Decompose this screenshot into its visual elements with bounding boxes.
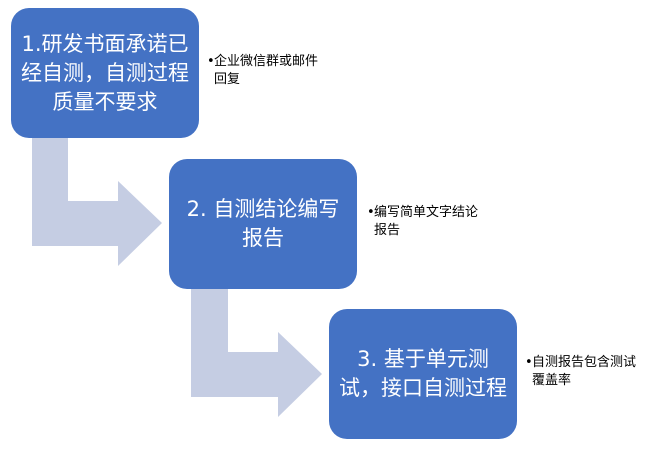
step-label-3: 3. 基于单元测试，接口自测过程 (339, 347, 507, 400)
note-text-2: 编写简单文字结论报告 (374, 205, 479, 238)
step-label-1: 1.研发书面承诺已经自测，自测过程质量不要求 (21, 31, 189, 114)
step-box-1: 1.研发书面承诺已经自测，自测过程质量不要求 (11, 8, 199, 138)
note-bullet-2: • (367, 205, 375, 220)
note-3: • 自测报告包含测试覆盖率 (525, 354, 645, 390)
step-label-2: 2. 自测结论编写报告 (186, 197, 340, 250)
step-box-2: 2. 自测结论编写报告 (169, 159, 357, 289)
note-bullet-3: • (525, 355, 533, 370)
note-bullet-1: • (207, 54, 215, 69)
note-text-3: 自测报告包含测试覆盖率 (532, 355, 637, 388)
note-text-1: 企业微信群或邮件回复 (214, 54, 319, 87)
bent-arrow-1-to-2 (32, 138, 162, 266)
note-2: • 编写简单文字结论报告 (367, 204, 485, 240)
step-box-3: 3. 基于单元测试，接口自测过程 (329, 309, 517, 439)
bent-arrow-2-to-3 (191, 289, 322, 417)
note-1: • 企业微信群或邮件回复 (207, 53, 329, 89)
